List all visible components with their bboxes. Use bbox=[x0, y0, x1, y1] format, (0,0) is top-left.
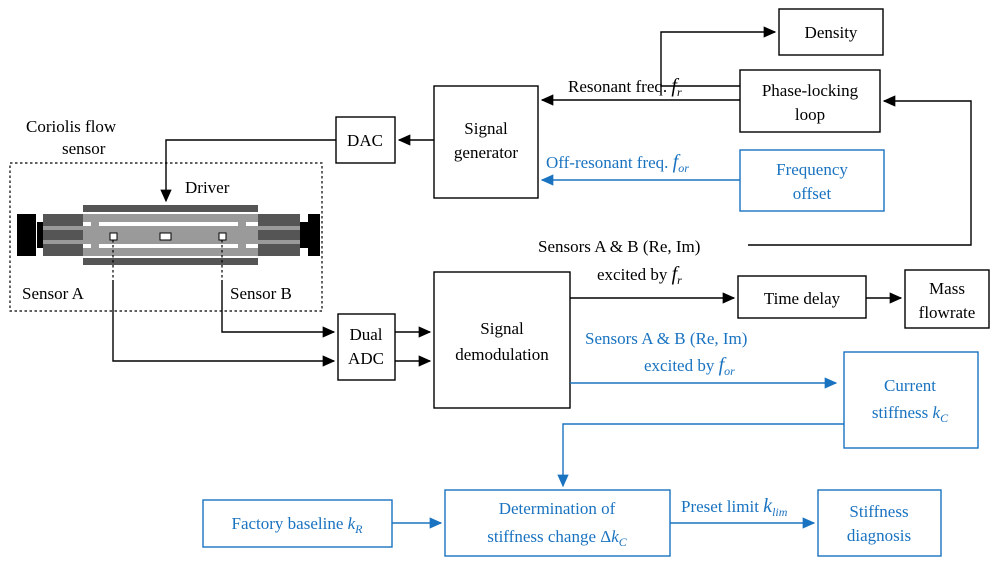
driver-label: Driver bbox=[185, 178, 230, 197]
pll-label-2: loop bbox=[795, 105, 825, 124]
phase-locking-loop-block bbox=[739, 69, 881, 133]
coriolis-tube-drawing bbox=[17, 205, 320, 280]
time-delay-label: Time delay bbox=[764, 289, 841, 308]
sensors-blue-label: Sensors A & B (Re, Im) bbox=[585, 329, 747, 348]
siggen-label-2: generator bbox=[454, 143, 519, 162]
signal-demodulation-block bbox=[433, 271, 571, 409]
dac-label: DAC bbox=[347, 131, 383, 150]
sensor-title-2: sensor bbox=[62, 139, 106, 158]
inner-tube-left bbox=[43, 230, 83, 240]
freq-offset-label-2: offset bbox=[793, 184, 832, 203]
freq-offset-label-1: Frequency bbox=[776, 160, 848, 179]
left-flange-neck bbox=[37, 222, 43, 248]
determination-label-1: Determination of bbox=[499, 499, 616, 518]
determination-label-2: stiffness change ΔkC bbox=[487, 527, 627, 549]
sensor-b-to-adc-arrow bbox=[221, 280, 336, 338]
factory-baseline-label: Factory baseline kR bbox=[231, 514, 363, 536]
current-stiffness-label-2: stiffness kC bbox=[872, 403, 949, 425]
left-flange bbox=[17, 214, 36, 256]
preset-limit-label: Preset limit klim bbox=[681, 495, 788, 519]
current-stiffness-to-determination-arrow bbox=[557, 423, 844, 488]
dac-to-driver-arrow bbox=[160, 139, 336, 203]
sensor-a-label: Sensor A bbox=[22, 284, 85, 303]
sensors-re-im-label: Sensors A & B (Re, Im) bbox=[538, 237, 700, 256]
feedback-to-pll-arrow bbox=[748, 95, 972, 246]
dual-adc-label-2: ADC bbox=[348, 349, 384, 368]
dual-adc-label-1: Dual bbox=[349, 325, 382, 344]
dual-adc-block bbox=[337, 313, 396, 381]
siggen-label-1: Signal bbox=[464, 119, 508, 138]
density-label: Density bbox=[805, 23, 858, 42]
excited-by-for-label: excited by for bbox=[644, 354, 735, 378]
right-flange-neck bbox=[300, 222, 308, 248]
mass-label-2: flowrate bbox=[919, 303, 976, 322]
sensor-title-1: Coriolis flow bbox=[26, 117, 117, 136]
excited-by-fr-label: excited by fr bbox=[597, 263, 682, 287]
mass-label-1: Mass bbox=[929, 279, 965, 298]
determination-block bbox=[444, 489, 671, 557]
stiffness-diagnosis-block bbox=[817, 489, 942, 557]
current-stiffness-block bbox=[843, 351, 979, 449]
pll-to-density-arrow bbox=[660, 26, 777, 87]
sensor-b-label: Sensor B bbox=[230, 284, 292, 303]
resonant-freq-label: Resonant freq. fr bbox=[568, 75, 682, 99]
signal-generator-block bbox=[433, 85, 539, 199]
frequency-offset-block bbox=[739, 149, 885, 212]
sigdemod-label-1: Signal bbox=[480, 319, 524, 338]
left-brace bbox=[91, 222, 99, 248]
stiffness-diag-label-1: Stiffness bbox=[849, 502, 908, 521]
sensor-a-marker bbox=[109, 232, 118, 241]
mass-flowrate-block bbox=[904, 269, 990, 329]
stiffness-diag-label-2: diagnosis bbox=[847, 526, 911, 545]
sensor-b-marker bbox=[218, 232, 227, 241]
off-resonant-freq-label: Off-resonant freq. for bbox=[546, 151, 689, 175]
sigdemod-label-2: demodulation bbox=[455, 345, 549, 364]
current-stiffness-label-1: Current bbox=[884, 376, 936, 395]
sensor-a-to-adc-arrow bbox=[112, 280, 336, 367]
dac-block bbox=[335, 116, 396, 164]
inner-tube-right bbox=[258, 230, 300, 240]
time-delay-block bbox=[737, 275, 867, 319]
driver-marker bbox=[159, 232, 172, 241]
pll-label-1: Phase-locking bbox=[762, 81, 859, 100]
density-block bbox=[778, 8, 884, 56]
lower-tube bbox=[83, 248, 258, 256]
right-flange bbox=[308, 214, 320, 256]
upper-tube bbox=[83, 214, 258, 222]
factory-baseline-block bbox=[202, 499, 393, 548]
right-brace bbox=[238, 222, 246, 248]
